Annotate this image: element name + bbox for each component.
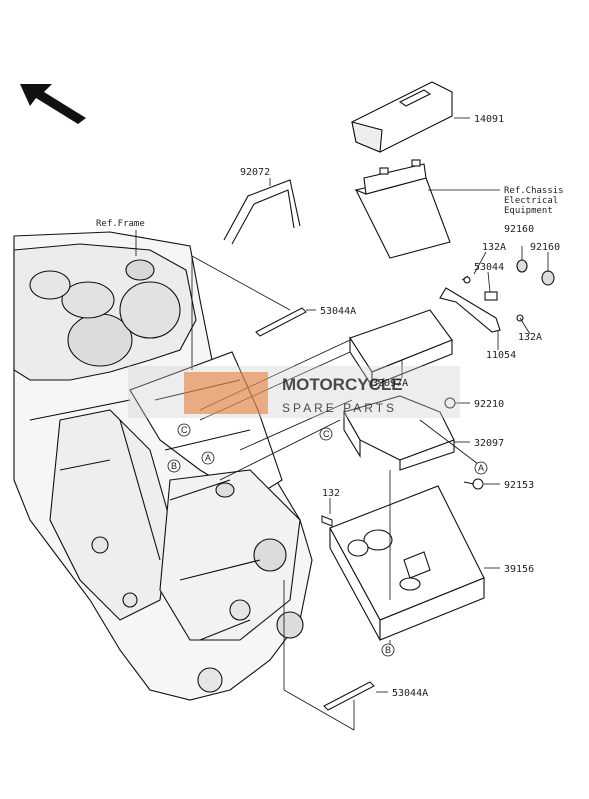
label-132: 132 (322, 488, 340, 499)
label-132a-left: 132A (482, 242, 506, 253)
label-11054: 11054 (486, 350, 516, 361)
label-53044: 53044 (474, 262, 504, 273)
label-92160-a: 92160 (530, 242, 560, 253)
ref-chassis-line1: Ref.Chassis (504, 186, 564, 196)
watermark-line1: MOTORCYCLE (282, 375, 403, 394)
label-32097a: 32097A (372, 378, 408, 389)
label-92153: 92153 (504, 480, 534, 491)
callout-a-parts: A (478, 463, 484, 473)
callout-b-frame: B (171, 461, 177, 471)
label-92210: 92210 (474, 399, 504, 410)
ref-chassis-line3: Equipment (504, 206, 553, 216)
bracket-drawing (439, 259, 555, 333)
label-53044a-top: 53044A (320, 306, 356, 317)
frame-drawing (13, 231, 313, 701)
leader-lines (135, 117, 549, 731)
direction-arrow-icon (20, 84, 86, 124)
callout-b-parts: B (385, 645, 391, 655)
label-92072: 92072 (240, 167, 270, 178)
upper-tray-drawing (349, 309, 453, 388)
label-132a-right: 132A (518, 332, 542, 343)
fasteners-drawing (321, 275, 484, 527)
battery-drawing (354, 159, 451, 259)
battery-case-drawing (329, 485, 485, 641)
callout-c-parts: C (323, 429, 330, 439)
lower-tray-drawing (343, 395, 455, 471)
label-32097: 32097 (474, 438, 504, 449)
callout-c-frame: C (181, 425, 188, 435)
label-53044a-bottom: 53044A (392, 688, 428, 699)
watermark: MOTORCYCLE SPARE PARTS (128, 366, 460, 418)
label-92160-b: 92160 (504, 224, 534, 235)
callout-markers (167, 423, 488, 657)
battery-strap-drawing (223, 179, 301, 245)
label-39156: 39156 (504, 564, 534, 575)
watermark-logo (184, 372, 268, 414)
ref-chassis-line2: Electrical (504, 196, 558, 206)
pad-top-drawing (255, 307, 307, 337)
callout-a-frame: A (205, 453, 211, 463)
label-14091: 14091 (474, 114, 504, 125)
pad-bottom-drawing (323, 681, 375, 711)
watermark-line2: SPARE PARTS (282, 401, 397, 415)
battery-cover-drawing (351, 81, 453, 153)
ref-frame-label: Ref.Frame (96, 219, 145, 229)
